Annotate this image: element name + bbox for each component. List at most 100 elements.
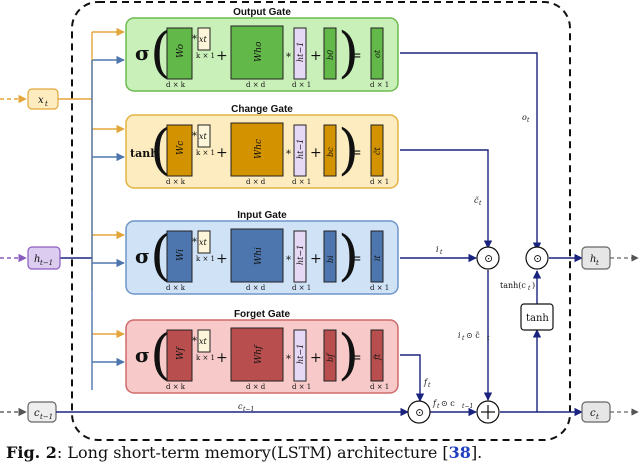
weight-input-label: Wf xyxy=(176,346,186,360)
svg-text:t: t xyxy=(596,413,599,421)
svg-text:d × d: d × d xyxy=(246,284,266,292)
gate-title: Change Gate xyxy=(231,104,293,115)
input-bus xyxy=(0,32,93,417)
svg-text:ht−1: ht−1 xyxy=(296,245,305,265)
svg-text:=: = xyxy=(350,350,362,366)
svg-text:bi: bi xyxy=(326,255,335,263)
gate-wires xyxy=(56,52,583,417)
svg-text:xt: xt xyxy=(199,337,208,346)
svg-text:d × d: d × d xyxy=(246,81,266,89)
svg-text:Whf: Whf xyxy=(254,344,264,364)
svg-text:*: * xyxy=(192,336,197,347)
svg-text:d × 1: d × 1 xyxy=(370,178,389,186)
weight-input-label: Wi xyxy=(176,249,186,261)
dim-label: d × k xyxy=(166,178,186,186)
svg-text:b0: b0 xyxy=(326,50,335,60)
mult-node-input: ⊙ xyxy=(476,246,500,270)
figure-caption: Fig. 2: Long short-term memory(LSTM) arc… xyxy=(6,443,482,462)
dim-label: d × k xyxy=(166,383,186,391)
svg-text:d × 1: d × 1 xyxy=(292,284,311,292)
svg-text:t: t xyxy=(479,200,482,207)
svg-text:d × 1: d × 1 xyxy=(292,383,311,391)
svg-text:k × 1: k × 1 xyxy=(196,52,215,60)
svg-text:c: c xyxy=(238,402,243,411)
svg-text:bc: bc xyxy=(326,147,335,157)
svg-text:k × 1: k × 1 xyxy=(196,255,215,263)
gate-title: Forget Gate xyxy=(234,309,291,320)
svg-text:xt: xt xyxy=(199,132,208,141)
svg-text:t: t xyxy=(437,403,440,410)
right-paren: ) xyxy=(338,118,359,181)
activation-symbol: σ xyxy=(135,41,150,65)
svg-text:t: t xyxy=(440,249,443,256)
svg-text:⊙ c̃: ⊙ c̃ xyxy=(466,331,480,340)
activation-symbol: σ xyxy=(135,244,150,268)
svg-text:tanh: tanh xyxy=(526,313,549,324)
weight-input-label: Wc xyxy=(176,141,186,155)
input-c-node: c t−1 xyxy=(27,401,57,423)
svg-text:bf: bf xyxy=(326,352,335,362)
svg-text:d × 1: d × 1 xyxy=(370,81,389,89)
mult-node-output: ⊙ xyxy=(525,246,549,270)
svg-text:t: t xyxy=(528,285,531,292)
svg-text:Whc: Whc xyxy=(254,139,264,159)
svg-text:d × 1: d × 1 xyxy=(370,284,389,292)
left-paren: ( xyxy=(150,118,171,181)
tanh-box: tanh xyxy=(520,303,554,331)
output-h-node: h t xyxy=(581,246,611,270)
svg-text:it: it xyxy=(373,254,382,261)
svg-text:*: * xyxy=(286,255,291,266)
svg-text:*: * xyxy=(286,149,291,160)
svg-text:c̃t: c̃t xyxy=(373,147,382,155)
svg-text:+: + xyxy=(310,145,322,161)
svg-text:+: + xyxy=(216,145,228,161)
svg-text:t: t xyxy=(596,259,599,267)
svg-text:t: t xyxy=(487,335,490,342)
svg-text:⊙: ⊙ xyxy=(484,252,493,265)
right-paren: ) xyxy=(338,224,359,287)
svg-text:d × 1: d × 1 xyxy=(292,178,311,186)
right-paren: ) xyxy=(338,21,359,84)
svg-text:xt: xt xyxy=(199,35,208,44)
svg-text:⊙ c: ⊙ c xyxy=(441,399,455,408)
svg-text:t−1: t−1 xyxy=(40,413,53,421)
svg-text:t−1: t−1 xyxy=(462,403,473,410)
svg-text:c: c xyxy=(590,408,596,419)
svg-text:⊙: ⊙ xyxy=(415,406,424,419)
svg-text:h: h xyxy=(34,254,40,265)
svg-text:⊙: ⊙ xyxy=(533,252,542,265)
svg-text:*: * xyxy=(286,52,291,63)
svg-text:d × d: d × d xyxy=(246,178,266,186)
svg-text:+: + xyxy=(216,251,228,267)
svg-text:ot: ot xyxy=(373,49,382,58)
left-paren: ( xyxy=(150,323,171,386)
svg-text:d × d: d × d xyxy=(246,383,266,391)
svg-text:h: h xyxy=(590,254,596,265)
svg-text:i: i xyxy=(458,331,461,340)
dim-label: d × k xyxy=(166,284,186,292)
gate-title: Output Gate xyxy=(233,7,291,18)
activation-symbol: σ xyxy=(135,343,150,367)
svg-text:=: = xyxy=(350,48,362,64)
svg-text:*: * xyxy=(192,237,197,248)
svg-text:ft: ft xyxy=(373,353,382,361)
svg-text:+: + xyxy=(216,48,228,64)
add-node-cell xyxy=(476,400,500,424)
svg-text:c̃: c̃ xyxy=(474,196,479,205)
svg-text:*: * xyxy=(286,354,291,365)
svg-text:k × 1: k × 1 xyxy=(196,149,215,157)
activation-symbol: tanh xyxy=(130,147,158,160)
svg-text:+: + xyxy=(310,251,322,267)
svg-text:t: t xyxy=(428,382,431,389)
svg-text:+: + xyxy=(310,48,322,64)
weight-input-label: Wo xyxy=(176,43,186,58)
svg-text:t: t xyxy=(462,335,465,342)
svg-text:d × 1: d × 1 xyxy=(292,81,311,89)
svg-text:x: x xyxy=(38,95,44,106)
svg-text:tanh(c: tanh(c xyxy=(500,281,526,290)
svg-text:t: t xyxy=(45,100,48,108)
input-x-node: x t xyxy=(27,88,59,110)
